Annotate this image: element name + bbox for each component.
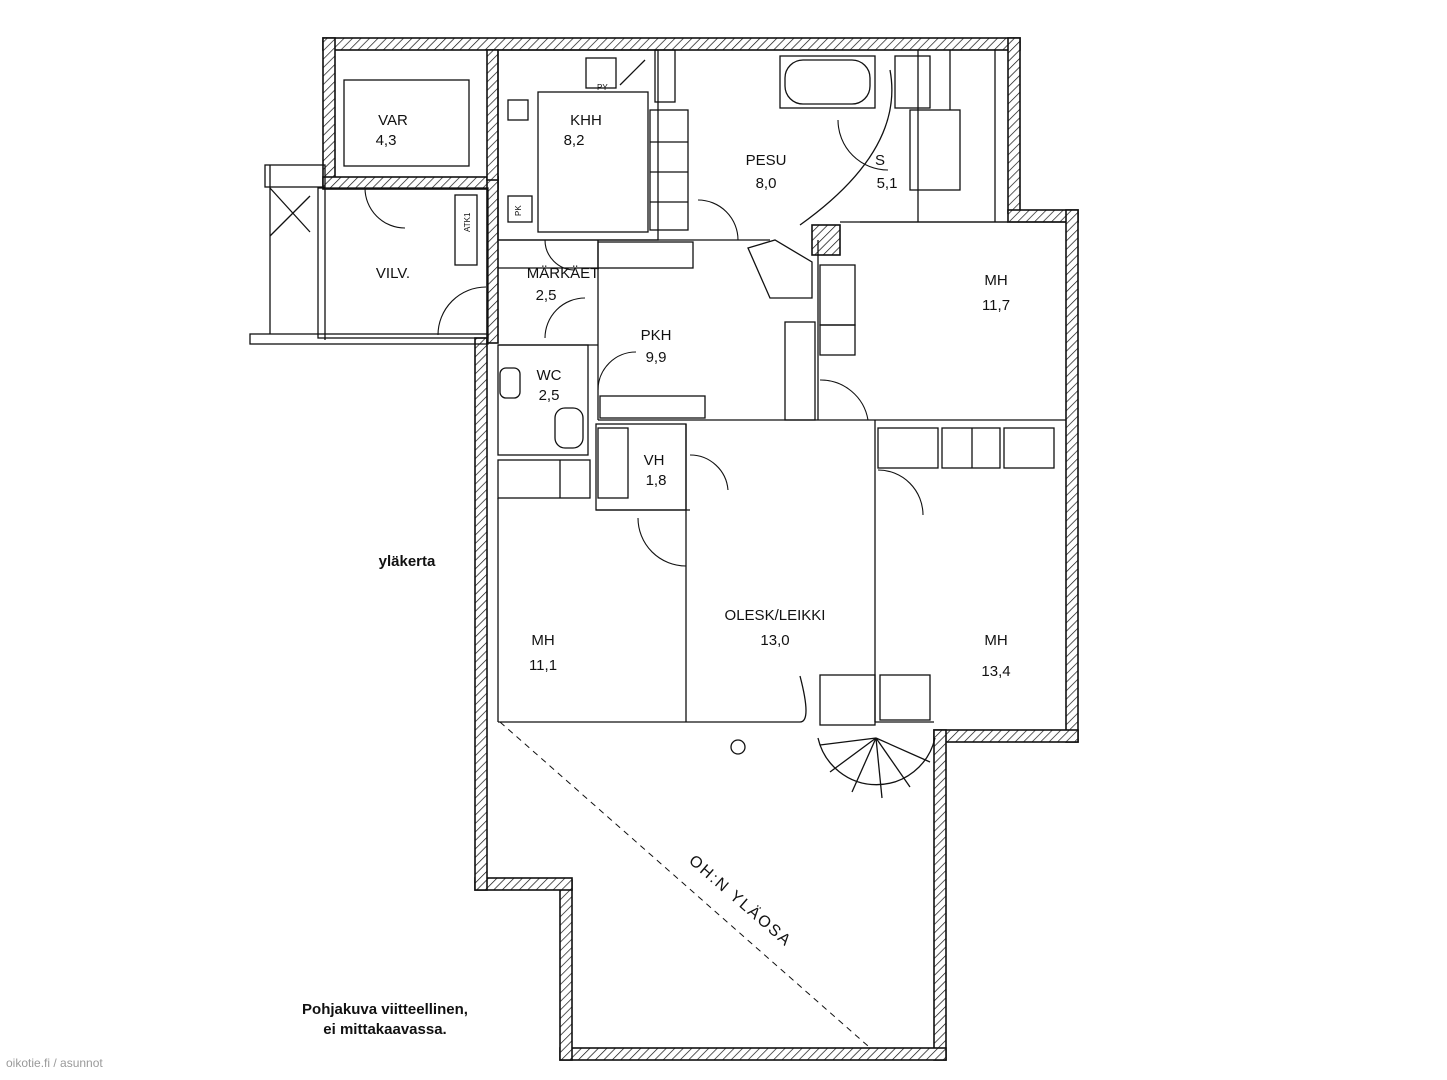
room-s-area: 5,1 [877, 175, 898, 192]
room-var-label: VAR [378, 112, 408, 129]
room-vilv-label: VILV. [376, 265, 410, 282]
disclaimer-line-2: ei mittakaavassa. [323, 1021, 447, 1038]
room-mh3-area: 13,4 [981, 663, 1010, 680]
room-khh-label: KHH [570, 112, 602, 129]
annotation-atk: ATK1 [463, 212, 472, 232]
room-markaet-area: 2,5 [536, 287, 557, 304]
room-khh-area: 8,2 [564, 132, 585, 149]
room-pesu-area: 8,0 [756, 175, 777, 192]
room-vh-area: 1,8 [646, 472, 667, 489]
room-wc-label: WC [537, 367, 562, 384]
room-s-label: S [875, 152, 885, 169]
disclaimer: Pohjakuva viitteellinen, ei mittakaavass… [255, 1000, 515, 1040]
watermark: oikotie.fi / asunnot [6, 1056, 103, 1070]
room-mh2-label: MH [531, 632, 554, 649]
room-olesk-area: 13,0 [760, 632, 789, 649]
upper-void-label: OH:N YLÄOSA [685, 851, 795, 950]
room-vh-label: VH [644, 452, 665, 469]
var-storage [343, 79, 470, 167]
room-olesk-label: OLESK/LEIKKI [725, 607, 826, 624]
vilv-porch [249, 164, 489, 345]
room-pesu-label: PESU [746, 152, 787, 169]
room-mh3-label: MH [984, 632, 1007, 649]
room-mh1-area: 11,7 [982, 297, 1010, 314]
annotation-py: PY [597, 83, 608, 92]
room-mh1-label: MH [984, 272, 1007, 289]
exterior-walls [322, 37, 1079, 1061]
room-wc-area: 2,5 [539, 387, 560, 404]
doors [364, 119, 924, 567]
room-markaet-label: MÄRKÄET [527, 265, 600, 282]
annotation-pk: PK [514, 205, 523, 216]
floor-label: yläkerta [378, 553, 436, 570]
room-labels: VAR 4,3 KHH 8,2 PESU 8,0 S 5,1 VILV. MÄR… [376, 83, 1011, 950]
interior-walls [497, 49, 1066, 1047]
room-var-area: 4,3 [376, 132, 397, 149]
room-mh2-area: 11,1 [529, 657, 557, 674]
disclaimer-line-1: Pohjakuva viitteellinen, [302, 1001, 468, 1018]
room-pkh-label: PKH [641, 327, 672, 344]
room-pkh-area: 9,9 [646, 349, 667, 366]
